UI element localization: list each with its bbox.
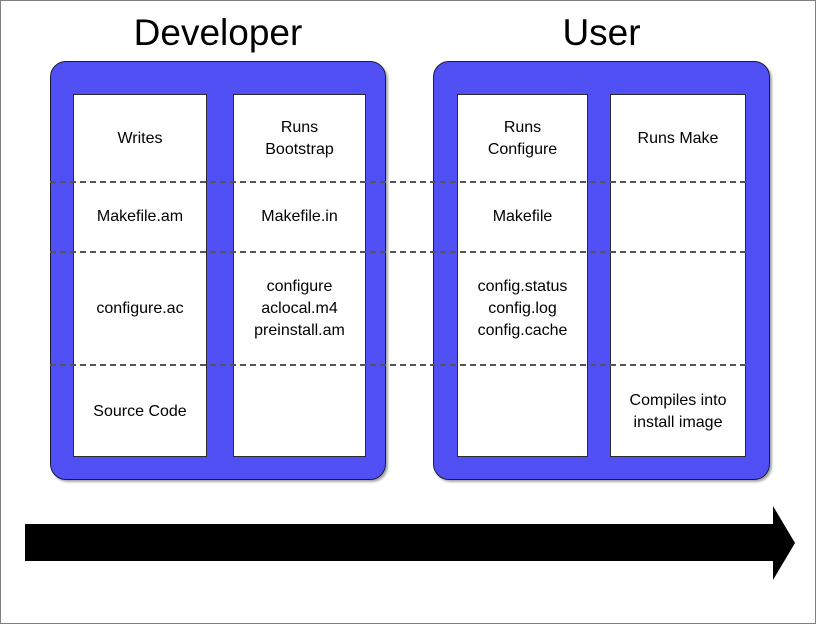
cell-configure-2: config.status config.log config.cache — [477, 277, 568, 339]
cell-bootstrap-3 — [234, 365, 365, 458]
stage-divider-3 — [50, 364, 746, 366]
group-title-developer: Developer — [133, 12, 303, 53]
cell-make-1 — [611, 182, 745, 252]
column-bootstrap: Runs Bootstrap Makefile.in configure acl… — [233, 94, 366, 457]
column-make: Runs Make Compiles into install image — [610, 94, 746, 457]
cell-make-2 — [611, 252, 745, 365]
cell-configure-0: Runs Configure — [487, 118, 558, 158]
cell-writes-3: Source Code — [93, 402, 187, 420]
flow-arrow-icon — [25, 504, 795, 582]
column-writes: Writes Makefile.am configure.ac Source C… — [73, 94, 207, 457]
cell-writes-2: configure.ac — [96, 299, 184, 317]
cell-make-3: Compiles into install image — [629, 391, 727, 431]
cell-writes-0: Writes — [117, 129, 163, 147]
cell-bootstrap-1: Makefile.in — [261, 208, 338, 225]
stage-divider-2 — [50, 251, 746, 253]
cell-bootstrap-0: Runs Bootstrap — [265, 118, 334, 158]
cell-make-0: Runs Make — [637, 129, 719, 147]
column-configure: Runs Configure Makefile config.status co… — [457, 94, 588, 457]
cell-configure-3 — [458, 365, 587, 458]
cell-configure-1: Makefile — [492, 208, 553, 225]
group-title-user: User — [562, 12, 641, 53]
cell-bootstrap-2: configure aclocal.m4 preinstall.am — [254, 277, 345, 339]
stage-divider-1 — [50, 181, 746, 183]
cell-writes-1: Makefile.am — [96, 208, 184, 225]
